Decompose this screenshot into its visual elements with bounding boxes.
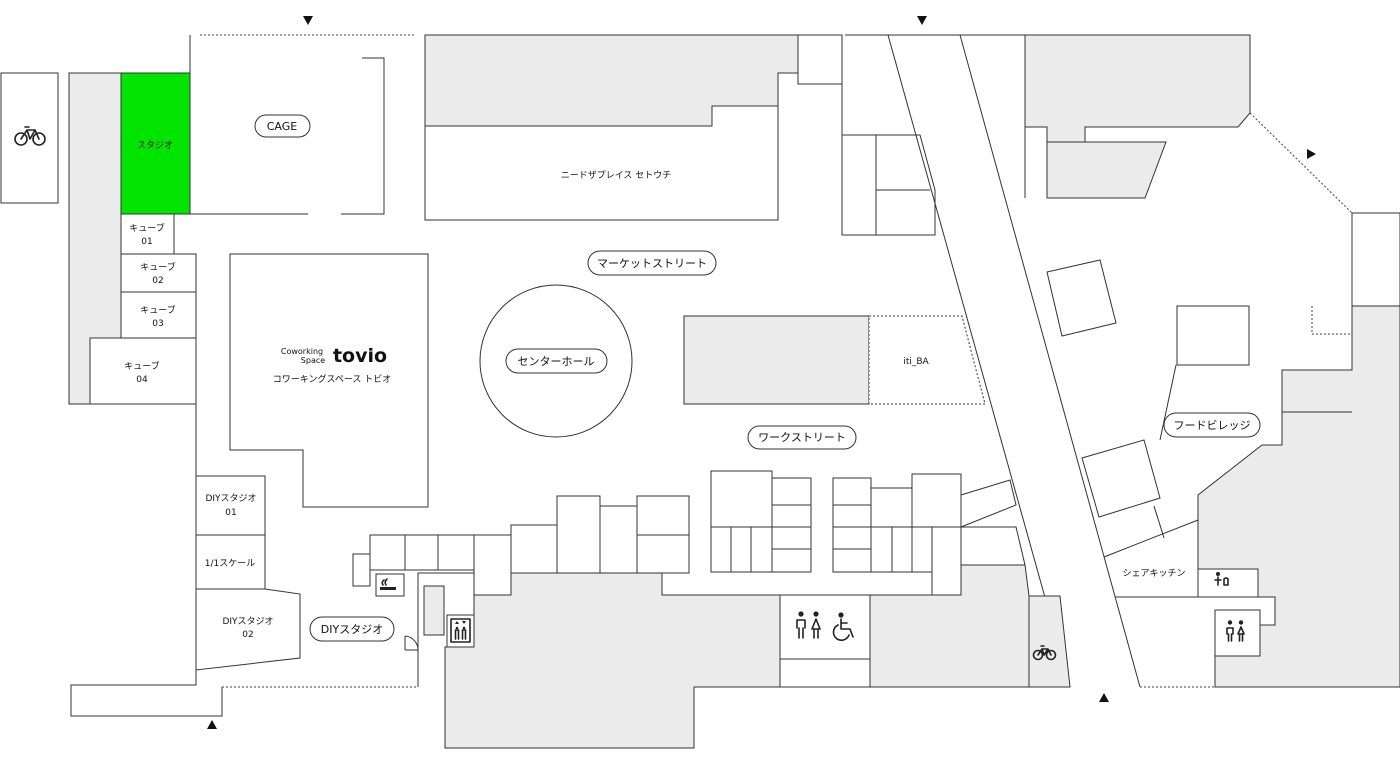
entrance-arrows	[207, 16, 1316, 729]
work-street-label: ワークストリート	[758, 431, 846, 444]
market-street-label: マーケットストリート	[597, 257, 707, 270]
room-cube-01-number: 01	[141, 237, 152, 247]
market-street-label-pill	[587, 250, 717, 276]
cage-label-pill	[254, 114, 311, 138]
wheelchair-icon	[832, 612, 854, 641]
room-diy-studio-01[interactable]	[195, 475, 266, 536]
diagonal-corridor-right	[959, 34, 1141, 688]
room-one-scale-label: 1/1スケール	[205, 558, 256, 569]
entrance-arrow-top-left	[303, 16, 313, 25]
bicycle-icon	[14, 126, 46, 146]
top-right-small	[1046, 141, 1167, 199]
itiba-back-area	[683, 315, 870, 405]
entrance-arrow-bottom-right	[1099, 693, 1109, 702]
diy-studio-label-pill	[309, 616, 395, 642]
center-hall-label-pill	[505, 348, 608, 374]
nursing-room-icon	[1214, 572, 1229, 586]
food-village-label: フードビレッジ	[1174, 419, 1251, 432]
work-street-label-pill	[747, 425, 857, 450]
room-diy-studio-02[interactable]	[195, 588, 301, 671]
smoking-area[interactable]	[375, 573, 405, 597]
food-stall-3[interactable]	[1081, 439, 1161, 518]
room-cube-01-label: キューブ	[129, 222, 164, 234]
room-studio-label: スタジオ	[137, 140, 173, 151]
room-diy-02-label: DIYスタジオ	[222, 616, 273, 627]
stair-block	[423, 585, 445, 636]
entrance-arrow-top-mid	[917, 16, 927, 25]
elevator-icon	[450, 618, 471, 643]
room-cube-02[interactable]	[120, 253, 197, 293]
top-right-block	[1024, 34, 1251, 143]
room-one-scale[interactable]	[195, 534, 266, 590]
center-hall-label: センターホール	[518, 355, 595, 368]
room-iti-ba[interactable]	[868, 315, 986, 405]
share-kitchen-wall	[1103, 519, 1199, 598]
bicycle-icon-right	[1032, 645, 1057, 661]
room-cube-04-number: 04	[136, 375, 148, 385]
room-cube-02-number: 02	[152, 276, 163, 286]
restroom-right[interactable]	[1214, 609, 1261, 657]
room-cube-02-label: キューブ	[140, 261, 175, 273]
room-iti-ba-label: iti_BA	[903, 357, 929, 367]
tovio-logo: tovio	[333, 345, 387, 367]
room-cube-03-number: 03	[152, 319, 163, 329]
room-studio[interactable]	[120, 72, 191, 215]
room-need-place-label: ニードザプレイス セトウチ	[561, 170, 672, 181]
smoking-area-icon	[380, 578, 396, 590]
room-tovio-coworking[interactable]	[229, 253, 429, 508]
tovio-small-text-1: Coworking	[281, 347, 323, 356]
diagonal-corridor-left	[887, 34, 1071, 688]
entrance-arrow-right	[1307, 149, 1316, 159]
room-cube-04-label: キューブ	[124, 360, 159, 372]
food-stall-2[interactable]	[1176, 305, 1250, 366]
boundary-lines	[200, 34, 1353, 688]
tovio-small-text-2: Space	[301, 356, 325, 365]
bottom-gray-area	[444, 572, 781, 749]
bottom-right-walls	[1115, 596, 1276, 626]
room-share-kitchen-label: シェアキッチン	[1122, 568, 1185, 579]
restroom-icon-right	[1226, 620, 1245, 642]
room-cube-04[interactable]	[89, 337, 197, 405]
room-diy-02-number: 02	[242, 630, 253, 640]
restroom-icon	[796, 611, 821, 639]
diy-studio-label: DIYスタジオ	[321, 623, 383, 636]
right-edge-room	[1351, 212, 1400, 307]
room-cube-03[interactable]	[120, 291, 197, 339]
entrance-arrow-bottom-left	[207, 720, 217, 729]
food-village-label-pill	[1163, 412, 1261, 438]
room-cube-01[interactable]	[120, 213, 175, 255]
room-diy-01-number: 01	[225, 508, 236, 518]
food-stall-1[interactable]	[1046, 259, 1117, 337]
tovio-sub-label: コワーキングスペース トビオ	[273, 373, 392, 385]
cage-label: CAGE	[267, 120, 298, 133]
room-need-the-place[interactable]	[424, 105, 779, 221]
restroom-center[interactable]	[779, 594, 871, 660]
bicycle-parking-right[interactable]	[1028, 595, 1071, 688]
top-small-room	[797, 34, 843, 85]
work-street-rooms	[352, 470, 1026, 596]
room-cube-03-label: キューブ	[140, 304, 175, 316]
room-diy-01-label: DIYスタジオ	[205, 493, 256, 504]
top-mid-wall	[841, 35, 936, 236]
